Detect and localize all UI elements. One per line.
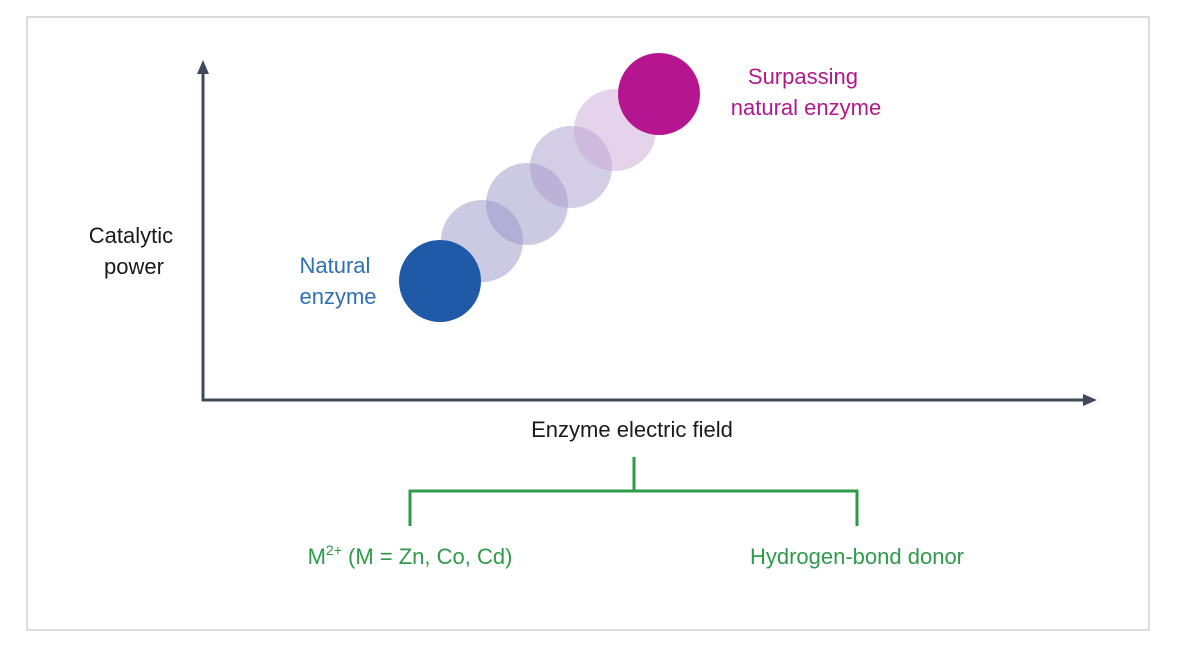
y-axis-label-line-1: Catalytic (89, 223, 173, 248)
y-axis-label-line-2: power (104, 254, 164, 279)
y-axis-label: Catalytic power (89, 223, 179, 279)
x-axis-arrowhead (1083, 394, 1097, 406)
metal-ion-base: M (308, 544, 326, 569)
enzyme-progression (399, 53, 700, 322)
surpassing-enzyme-label: Surpassing natural enzyme (731, 64, 881, 120)
hydrogen-bond-donor-label: Hydrogen-bond donor (750, 544, 964, 569)
natural-enzyme-label-line-1: Natural (299, 253, 370, 278)
metal-ion-rest: (M = Zn, Co, Cd) (342, 544, 513, 569)
metal-ion-label: M2+ (M = Zn, Co, Cd) (308, 542, 513, 569)
natural-enzyme-circle (399, 240, 481, 322)
branch-bracket (408, 457, 859, 526)
axes (197, 60, 1097, 406)
y-axis-arrowhead (197, 60, 209, 74)
surpassing-enzyme-label-line-1: Surpassing (748, 64, 858, 89)
natural-enzyme-label: Natural enzyme (299, 253, 376, 309)
x-axis-label: Enzyme electric field (531, 417, 733, 442)
surpassing-enzyme-circle (618, 53, 700, 135)
metal-ion-superscript: 2+ (326, 542, 342, 558)
natural-enzyme-label-line-2: enzyme (299, 284, 376, 309)
surpassing-enzyme-label-line-2: natural enzyme (731, 95, 881, 120)
